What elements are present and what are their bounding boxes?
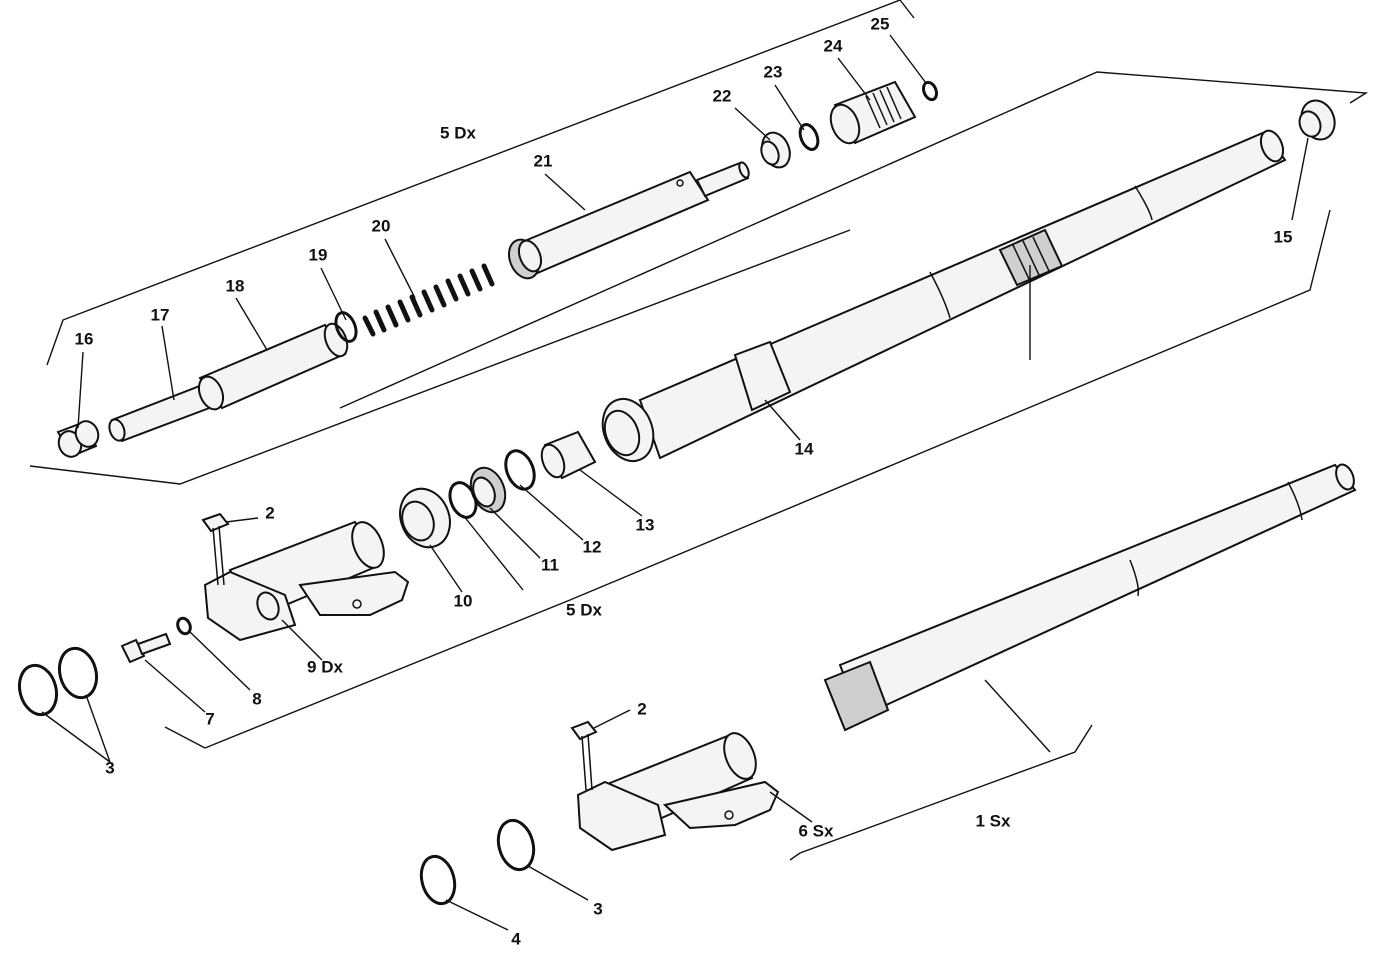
part-8-washer <box>176 616 192 636</box>
part-20-spring <box>362 263 495 337</box>
callout-4: 4 <box>511 929 521 948</box>
callout-6sx: 6 Sx <box>799 821 835 840</box>
callout-13: 13 <box>636 515 655 534</box>
group-bracket-5dx-mid <box>164 71 1369 749</box>
part-22-bushing <box>760 131 791 169</box>
part-9dx-slider <box>203 520 410 642</box>
callout-19: 19 <box>309 245 328 264</box>
group-bracket-1sx <box>789 724 1093 861</box>
callout-2-top: 2 <box>265 503 274 522</box>
part-18-tube <box>197 322 349 411</box>
callout-20: 20 <box>372 216 391 235</box>
part-3-clamp-bottom <box>496 818 536 872</box>
callout-1sx: 1 Sx <box>976 811 1012 830</box>
callout-14: 14 <box>795 439 814 458</box>
part-16-cap <box>56 420 100 458</box>
part-10-dust-seal <box>399 487 451 549</box>
part-23-ring <box>798 123 820 151</box>
callout-labels: 1 Sx 2 2 3 3 4 5 Dx 5 Dx 6 Sx 7 8 9 Dx 1… <box>75 14 1293 948</box>
callout-16: 16 <box>75 329 94 348</box>
callout-18: 18 <box>226 276 245 295</box>
leader-lines <box>41 34 1309 931</box>
part-15-cap <box>1298 99 1336 141</box>
part-6sx-slider <box>576 732 780 852</box>
callout-23: 23 <box>764 62 783 81</box>
callout-21: 21 <box>534 151 553 170</box>
callout-2-bottom: 2 <box>637 699 646 718</box>
callout-10: 10 <box>454 591 473 610</box>
callout-9dx: 9 Dx <box>307 657 343 676</box>
part-1sx-stanchion <box>823 463 1357 732</box>
part-21-cartridge <box>508 161 750 280</box>
part-25-circlip <box>921 80 939 102</box>
callout-11: 11 <box>541 555 559 574</box>
part-14-stanchion <box>601 129 1287 463</box>
part-2-bolt-bottom <box>570 720 598 791</box>
callout-5dx-mid: 5 Dx <box>566 600 602 619</box>
callout-17: 17 <box>151 305 170 324</box>
part-24-valve <box>829 80 917 145</box>
part-11b-clip <box>448 481 478 519</box>
group-bracket-5dx-top <box>29 0 915 485</box>
part-12-ring <box>504 449 536 491</box>
part-7-bleed-screw <box>120 632 172 664</box>
part-17-rod <box>108 380 222 443</box>
part-2-bolt-top <box>201 512 230 586</box>
part-4-clamp <box>419 854 457 906</box>
callout-7: 7 <box>205 709 214 728</box>
part-13-bushing <box>540 430 597 480</box>
callout-15: 15 <box>1274 227 1293 246</box>
callout-25: 25 <box>871 14 890 33</box>
callout-3-bottom: 3 <box>593 899 602 918</box>
callout-22: 22 <box>713 86 732 105</box>
callout-5dx-top: 5 Dx <box>440 123 476 142</box>
callout-24: 24 <box>824 36 843 55</box>
callout-8: 8 <box>252 689 261 708</box>
part-3-clamps-left <box>17 646 99 717</box>
callout-3-left: 3 <box>105 758 114 777</box>
callout-12: 12 <box>583 537 602 556</box>
part-19-washer <box>334 311 358 343</box>
